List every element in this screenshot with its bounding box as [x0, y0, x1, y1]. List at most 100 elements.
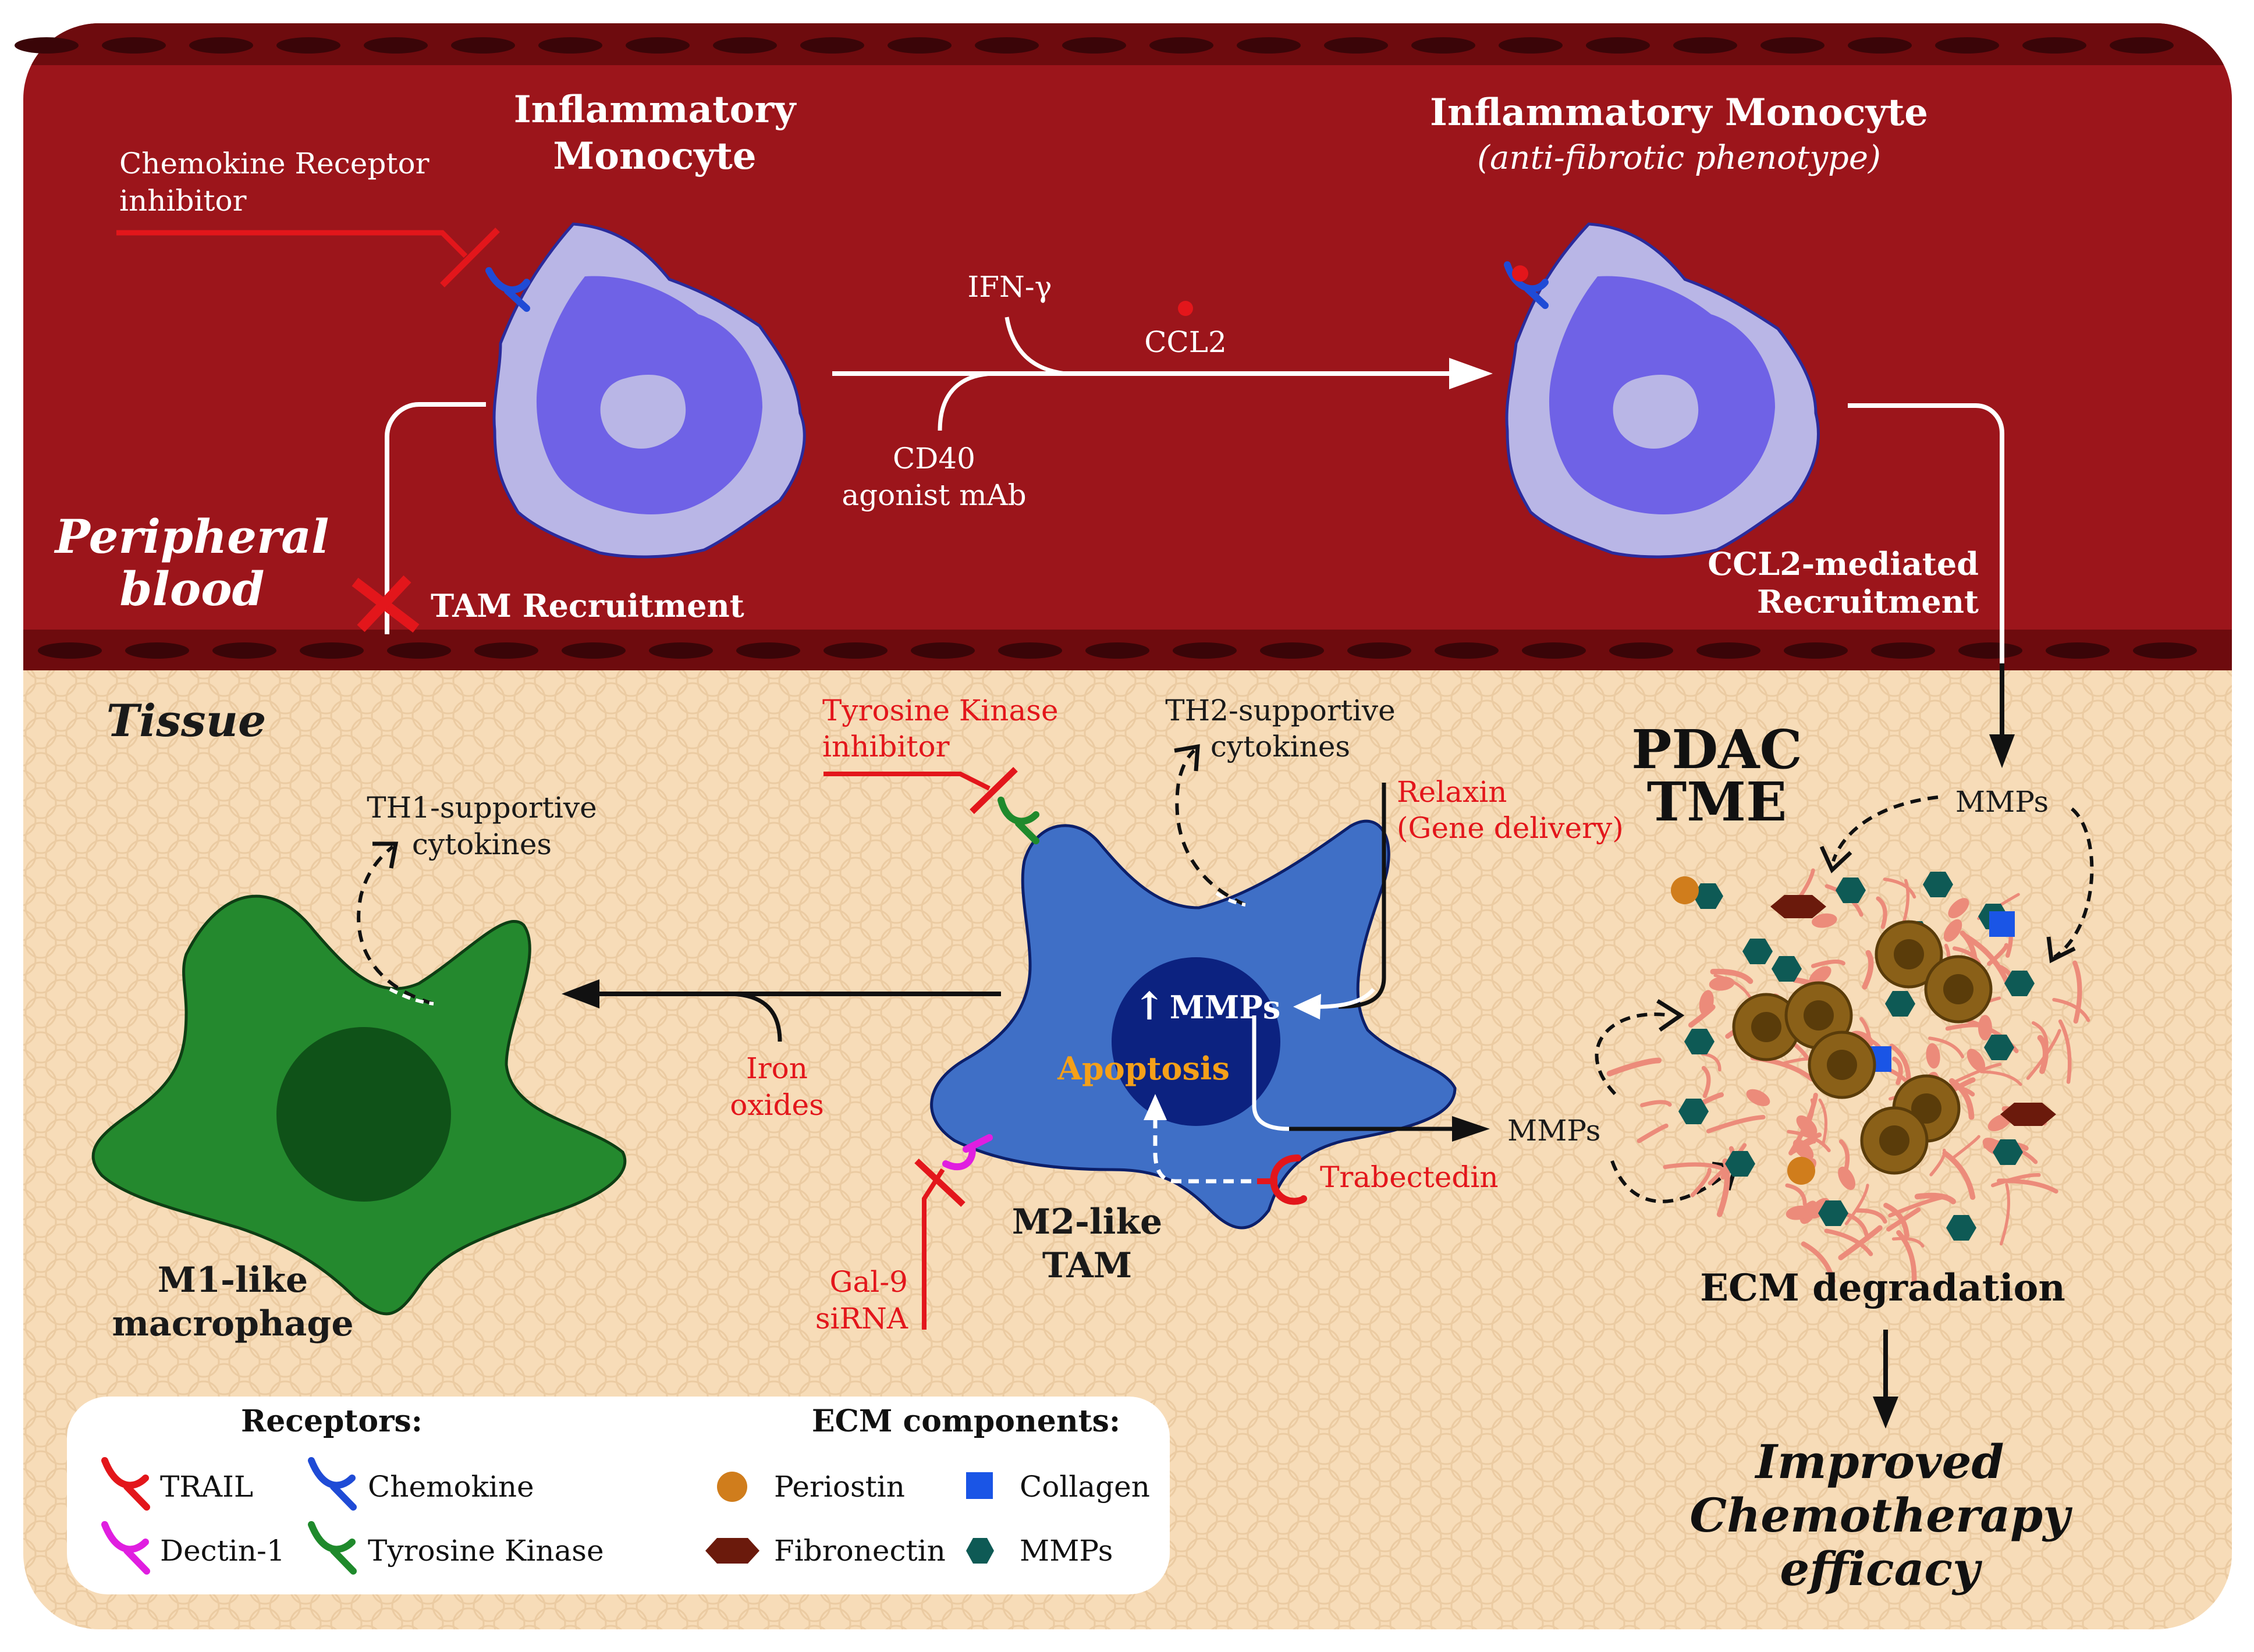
ifn-curve	[1004, 317, 1066, 376]
endothelial-cell	[1435, 642, 1499, 659]
endothelial-cell	[125, 642, 189, 659]
ecm-fiber	[1785, 1183, 1807, 1207]
cd40-curve	[938, 371, 993, 431]
monocyte-left-title: Inflammatory	[514, 88, 797, 132]
ecm-fiber	[1787, 1129, 1831, 1153]
ccl2-recruitment-line	[1848, 403, 2004, 663]
legend-periostin-icon	[717, 1472, 747, 1502]
m2-mmps-label: MMPs	[1170, 989, 1281, 1026]
endothelial-cell	[1499, 37, 1563, 54]
legend: Receptors: ECM components: TRAIL Chemoki…	[67, 1397, 1170, 1594]
legend-fibronectin-label: Fibronectin	[774, 1534, 946, 1568]
legend-trail-label: TRAIL	[160, 1470, 253, 1504]
mmps-loop-top-right-head	[2046, 936, 2076, 964]
trabectedin-dashed-path	[1153, 1109, 1269, 1184]
cd40-label: CD40	[893, 442, 975, 475]
chemotherapy-label: Chemotherapy	[1689, 1488, 2073, 1543]
ecm-fibroblast	[1796, 1115, 1818, 1136]
ecm-fibroblast	[1699, 990, 1714, 1015]
ecm-fiber	[1883, 1203, 1909, 1238]
chemokine-inhibitor-label: Chemokine Receptor	[119, 147, 429, 180]
legend-collagen-label: Collagen	[1020, 1470, 1150, 1504]
chemokine-inhibitor-line	[116, 230, 468, 258]
endothelial-cell	[2110, 37, 2174, 54]
blood-region	[23, 23, 2232, 646]
endothelial-cell	[1673, 37, 1737, 54]
mmp-hexagon	[1693, 883, 1723, 909]
mmp-hexagon	[1678, 1099, 1709, 1124]
ecm-fiber	[1637, 1123, 1669, 1143]
gal9-label: Gal-9	[830, 1265, 908, 1299]
ifn-gamma-label: IFN-γ	[968, 270, 1052, 304]
endothelial-cell	[387, 642, 451, 659]
ecm-fibroblast	[1838, 1166, 1856, 1191]
th1-label: TH1-supportive	[367, 791, 597, 825]
monocyte-left-title-2: Monocyte	[553, 134, 756, 178]
fibronectin	[1770, 895, 1826, 918]
endothelial-cell	[800, 37, 864, 54]
legend-chemokine-icon	[308, 1457, 357, 1511]
endothelial-cell	[474, 642, 538, 659]
m1-label-2: macrophage	[112, 1303, 353, 1344]
mmp-hexagon	[1946, 1215, 1976, 1241]
blocked-x-icon	[352, 575, 420, 633]
improved-label: Improved	[1755, 1434, 2004, 1489]
ecm-fiber	[1862, 950, 1874, 990]
polarization-arrowhead	[1449, 358, 1493, 389]
endothelial-cell	[276, 37, 340, 54]
mmps-loop-bottom-head	[1656, 999, 1685, 1032]
periostin	[1671, 876, 1699, 904]
ecm-fiber	[1963, 933, 2011, 987]
ecm-fiber	[1891, 1237, 1925, 1248]
ecm-fibroblast	[1967, 1049, 1986, 1072]
endothelial-cell	[562, 642, 626, 659]
legend-ecm-title: ECM components:	[812, 1404, 1120, 1439]
ecm-fiber	[1663, 1162, 1723, 1170]
m2-label: M2-like	[1012, 1202, 1162, 1242]
ccl2-dot	[1178, 301, 1193, 316]
mmps-up-arrow: ↑	[1133, 983, 1165, 1029]
trabectedin-arrowhead	[1144, 1094, 1167, 1120]
endothelial-cell	[823, 642, 888, 659]
efficacy-label: efficacy	[1780, 1541, 1983, 1596]
chemokine-inhibitor-bar	[440, 228, 500, 287]
peripheral-blood-label: Peripheral	[54, 509, 329, 564]
th1-cytokine-loop-white	[389, 987, 434, 1006]
endothelial-cell	[1324, 37, 1388, 54]
iron-oxides-label: Iron	[746, 1051, 808, 1085]
mmps-top-label: MMPs	[1955, 785, 2049, 819]
endothelial-cell	[1935, 37, 1999, 54]
relaxin-line	[1338, 783, 1386, 1009]
ecm-to-efficacy-arrowhead	[1873, 1397, 1898, 1429]
mmp-hexagon	[1818, 1200, 1848, 1226]
ecm-fiber	[1855, 1208, 1887, 1224]
endothelial-cell	[1347, 642, 1411, 659]
endothelial-cell	[1696, 642, 1760, 659]
ecm-fiber	[1942, 1150, 1976, 1200]
ecm-fiber	[1824, 1228, 1873, 1256]
ecm-fibroblast	[1709, 976, 1735, 991]
endothelial-cell	[1237, 37, 1301, 54]
dectin-receptor-icon	[942, 1134, 993, 1171]
mmps-loop-bottom	[1595, 1012, 1671, 1096]
m2-label-2: TAM	[1042, 1245, 1132, 1286]
endothelial-cell	[1411, 37, 1475, 54]
endothelial-cell	[2022, 37, 2086, 54]
pdac-label: PDAC	[1631, 718, 1802, 781]
tme-label: TME	[1647, 770, 1787, 833]
ecm-fiber	[2058, 1019, 2072, 1084]
endothelial-cell	[364, 37, 428, 54]
ecm-fibroblast	[1812, 913, 1837, 928]
ecm-fiber	[1713, 974, 1753, 1001]
legend-trail-icon	[101, 1457, 150, 1511]
m2-tam	[930, 819, 1457, 1230]
ccl2-recruitment-label-2: Recruitment	[1757, 583, 1979, 620]
endothelial-cell	[736, 642, 800, 659]
tumor-cell-nucleus	[1804, 1000, 1834, 1031]
ecm-fiber	[1606, 1057, 1662, 1077]
ecm-fiber	[2037, 1035, 2049, 1074]
legend-collagen-icon	[966, 1472, 993, 1499]
gal9-label-2: siRNA	[815, 1302, 908, 1335]
ecm-fibroblast	[1809, 966, 1831, 985]
ecm-fiber	[1929, 1148, 1946, 1177]
